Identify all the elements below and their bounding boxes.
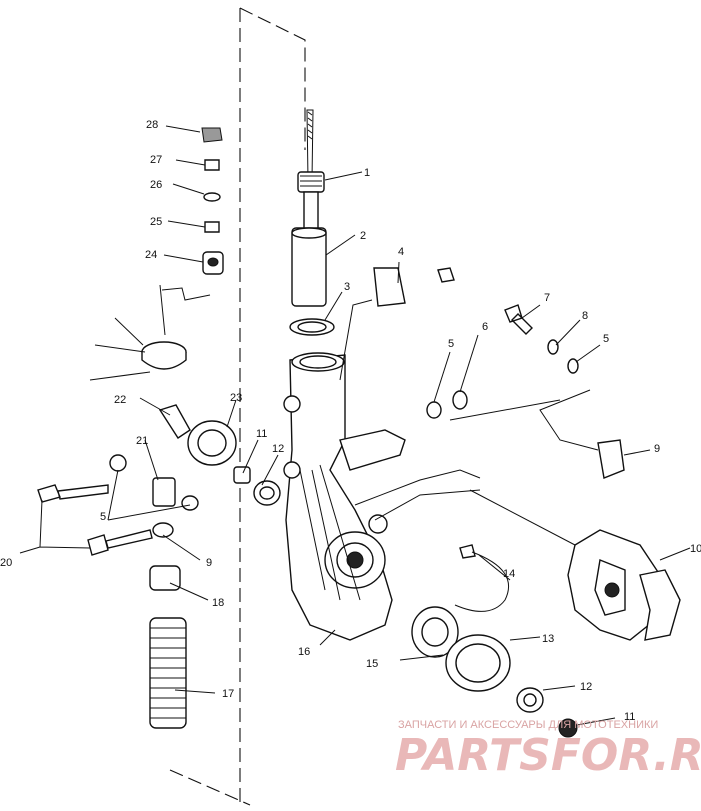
label-11-b: 11: [624, 711, 635, 723]
coil-spring: [149, 617, 187, 729]
label-1: 1: [364, 167, 370, 179]
label-25: 25: [150, 216, 162, 228]
center-axis-lines: [169, 7, 306, 806]
label-24: 24: [145, 249, 157, 261]
label-8: 8: [582, 310, 588, 322]
watermark-tagline: ЗАПЧАСТИ И АКСЕССУАРЫ ДЛЯ МОТОТЕХНИКИ: [398, 719, 658, 731]
label-9-a: 9: [654, 443, 660, 455]
label-17: 17: [222, 688, 234, 700]
label-14: 14: [503, 568, 515, 580]
hardware-parts: [37, 127, 625, 738]
label-20: 20: [0, 557, 12, 569]
label-7: 7: [544, 292, 550, 304]
label-22: 22: [114, 394, 126, 406]
label-18: 18: [212, 597, 224, 609]
watermark-logo: PARTSFOR.RU: [395, 730, 701, 781]
label-3: 3: [344, 281, 350, 293]
label-16: 16: [298, 646, 310, 658]
label-6: 6: [482, 321, 488, 333]
label-5-b: 5: [603, 333, 609, 345]
brake-caliper: [567, 529, 681, 641]
label-11-a: 11: [256, 428, 267, 440]
label-9-b: 9: [206, 557, 212, 569]
label-2: 2: [360, 230, 366, 242]
label-26: 26: [150, 179, 162, 191]
part-number-labels: 1 2 3 4 5 6 7 8 5 9 10 14 13 15 12 11 16…: [0, 119, 701, 723]
strut-assembly: [289, 109, 335, 336]
label-4: 4: [398, 246, 404, 258]
label-15: 15: [366, 658, 378, 670]
label-13: 13: [542, 633, 554, 645]
label-23: 23: [230, 392, 242, 404]
spindle-knuckle: [283, 352, 406, 641]
label-5-c: 5: [100, 511, 106, 523]
label-12-b: 12: [580, 681, 592, 693]
label-10: 10: [690, 543, 701, 555]
label-28: 28: [146, 119, 158, 131]
label-21: 21: [136, 435, 148, 447]
label-12-a: 12: [272, 443, 284, 455]
label-27: 27: [150, 154, 162, 166]
leader-lines: [19, 125, 691, 726]
watermark: ЗАПЧАСТИ И АКСЕССУАРЫ ДЛЯ МОТОТЕХНИКИ PA…: [395, 719, 701, 781]
label-5-a: 5: [448, 338, 454, 350]
